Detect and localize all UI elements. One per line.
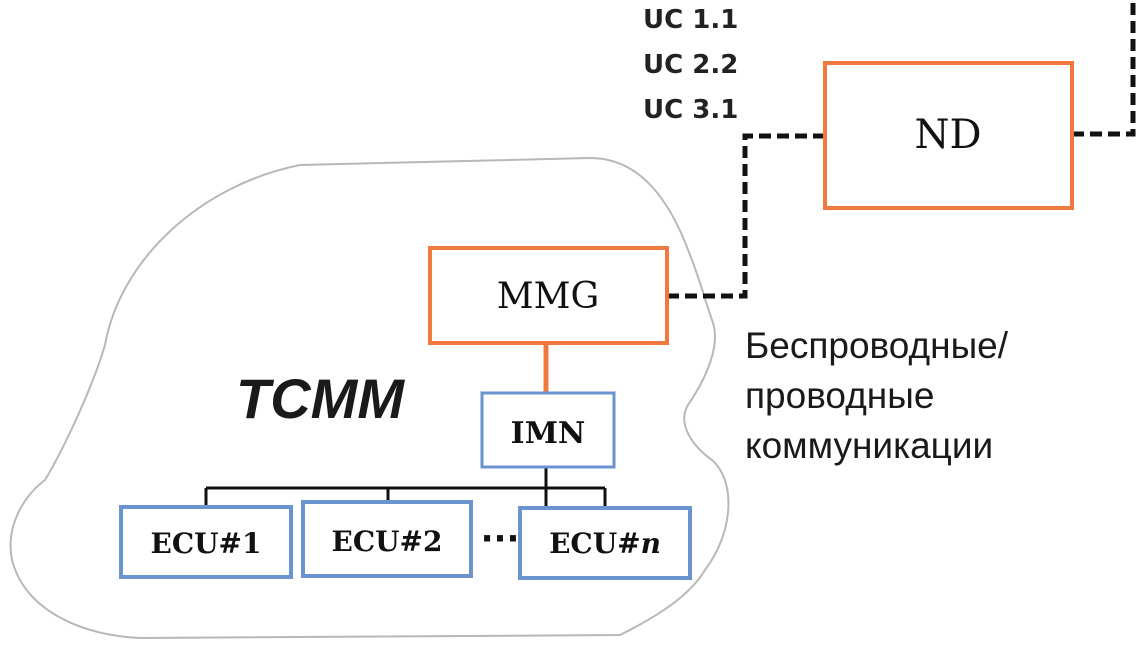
uc-label-1: UC 1.1 bbox=[643, 5, 738, 35]
car-outline bbox=[9, 156, 730, 640]
nd-label: ND bbox=[914, 112, 981, 158]
ecun-base: ECU# bbox=[549, 527, 641, 560]
imn-node: IMN bbox=[480, 391, 616, 469]
ecu2-node: ECU#2 bbox=[301, 500, 473, 578]
ecun-label: ECU#n bbox=[549, 527, 661, 560]
ecun-node: ECU#n bbox=[518, 506, 692, 580]
ecu2-label: ECU#2 bbox=[332, 525, 443, 558]
uc-label-3: UC 3.1 bbox=[643, 95, 738, 125]
ecu-bus bbox=[204, 467, 607, 508]
dashed-link-nd-external bbox=[1072, 0, 1136, 137]
ecu-ellipsis: ··· bbox=[481, 519, 520, 559]
ecu1-label: ECU#1 bbox=[151, 527, 262, 560]
comm-label-line-2: проводные bbox=[745, 375, 934, 416]
mmg-label: MMG bbox=[497, 276, 599, 317]
tcmm-title: TCMM bbox=[236, 367, 405, 430]
comm-label-line-3: коммуникации bbox=[745, 425, 993, 466]
mmg-node: MMG bbox=[428, 246, 669, 345]
ecu1-node: ECU#1 bbox=[119, 505, 293, 579]
imn-label: IMN bbox=[511, 416, 586, 451]
uc-label-2: UC 2.2 bbox=[643, 50, 738, 80]
comm-label-line-1: Беспроводные/ bbox=[745, 325, 1009, 366]
nd-node: ND bbox=[823, 61, 1074, 210]
dashed-link-mmg-nd bbox=[667, 133, 825, 299]
ecun-suffix: n bbox=[641, 527, 661, 560]
